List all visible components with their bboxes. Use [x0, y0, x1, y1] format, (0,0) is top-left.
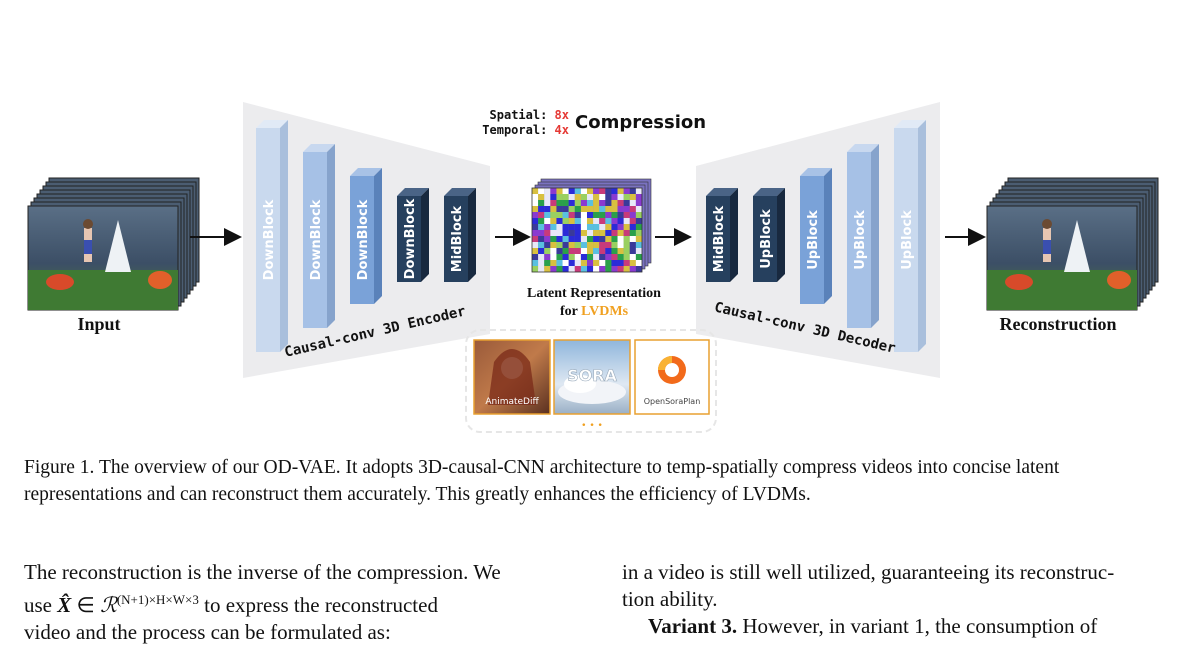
latent-representation-image: [531, 178, 652, 273]
svg-text:Temporal: 4x: Temporal: 4x: [482, 123, 569, 137]
block-label: UpBlock: [853, 210, 868, 270]
compression-label: Spatial: 8x Temporal: 4x Compression: [482, 108, 706, 137]
right-line-1: in a video is still well utilized, guara…: [622, 560, 1115, 584]
block-label: DownBlock: [356, 199, 371, 280]
input-label: Input: [77, 314, 120, 334]
upblock-block: UpBlock: [800, 168, 832, 304]
compression-title: Compression: [575, 112, 706, 133]
block-label: DownBlock: [403, 198, 418, 279]
reconstruction-label: Reconstruction: [1000, 314, 1117, 334]
right-line-2: tion ability.: [622, 587, 718, 611]
lvdm-models-box: AnimateDiff SORA OpenSoraPlan • • •: [465, 329, 717, 433]
x-hat-symbol: X̂: [57, 593, 72, 617]
latent-label-line1: Latent Representation: [527, 286, 661, 301]
block-label: UpBlock: [806, 210, 821, 270]
input-video-stack: [27, 177, 200, 311]
right-line-3: Variant 3. However, in variant 1, the co…: [648, 614, 1098, 638]
variant-3-heading: Variant 3.: [648, 614, 738, 638]
downblock-block: DownBlock: [397, 188, 429, 282]
latent-label-line2: for LVDMs: [560, 304, 629, 319]
left-line-1: The reconstruction is the inverse of the…: [24, 560, 501, 584]
upblock-block: UpBlock: [894, 120, 926, 352]
opensoraplan-thumbnail: OpenSoraPlan: [634, 339, 710, 415]
upblock-block: UpBlock: [753, 188, 785, 282]
downblock-block: DownBlock: [303, 144, 335, 328]
decoder-blocks: MidBlock UpBlock UpBlock UpBlock UpBlock: [706, 120, 926, 352]
block-label: MidBlock: [450, 205, 465, 272]
block-label: DownBlock: [262, 199, 277, 280]
block-label: UpBlock: [759, 209, 774, 269]
caption-text: The overview of our OD-VAE. It adopts 3D…: [24, 457, 1060, 505]
sora-label: SORA: [567, 366, 617, 385]
animatediff-label: AnimateDiff: [485, 397, 539, 407]
more-models-ellipsis: • • •: [581, 421, 603, 431]
downblock-block: DownBlock: [350, 168, 382, 304]
figure-caption: Figure 1. The overview of our OD-VAE. It…: [24, 454, 1174, 508]
midblock-block: MidBlock: [706, 188, 738, 282]
downblock-block: DownBlock: [256, 120, 288, 352]
svg-text:Spatial: 8x: Spatial: 8x: [490, 108, 569, 122]
block-label: DownBlock: [309, 199, 324, 280]
body-left-column: The reconstruction is the inverse of the…: [24, 559, 574, 646]
opensoraplan-logo-icon: [658, 356, 686, 384]
opensoraplan-label: OpenSoraPlan: [644, 397, 701, 406]
block-label: MidBlock: [712, 205, 727, 272]
block-label: UpBlock: [900, 210, 915, 270]
left-line-2: use X̂ ∈ ℛ(N+1)×H×W×3 to express the rec…: [24, 592, 438, 617]
sora-thumbnail: SORA: [553, 339, 631, 415]
midblock-block: MidBlock: [444, 188, 476, 282]
reconstruction-video-stack: [986, 177, 1159, 311]
animatediff-thumbnail: AnimateDiff: [473, 339, 551, 415]
upblock-block: UpBlock: [847, 144, 879, 328]
left-line-3: video and the process can be formulated …: [24, 620, 391, 644]
encoder-blocks: DownBlock DownBlock DownBlock DownBlock MidB…: [256, 120, 476, 352]
caption-label: Figure 1.: [24, 457, 95, 478]
